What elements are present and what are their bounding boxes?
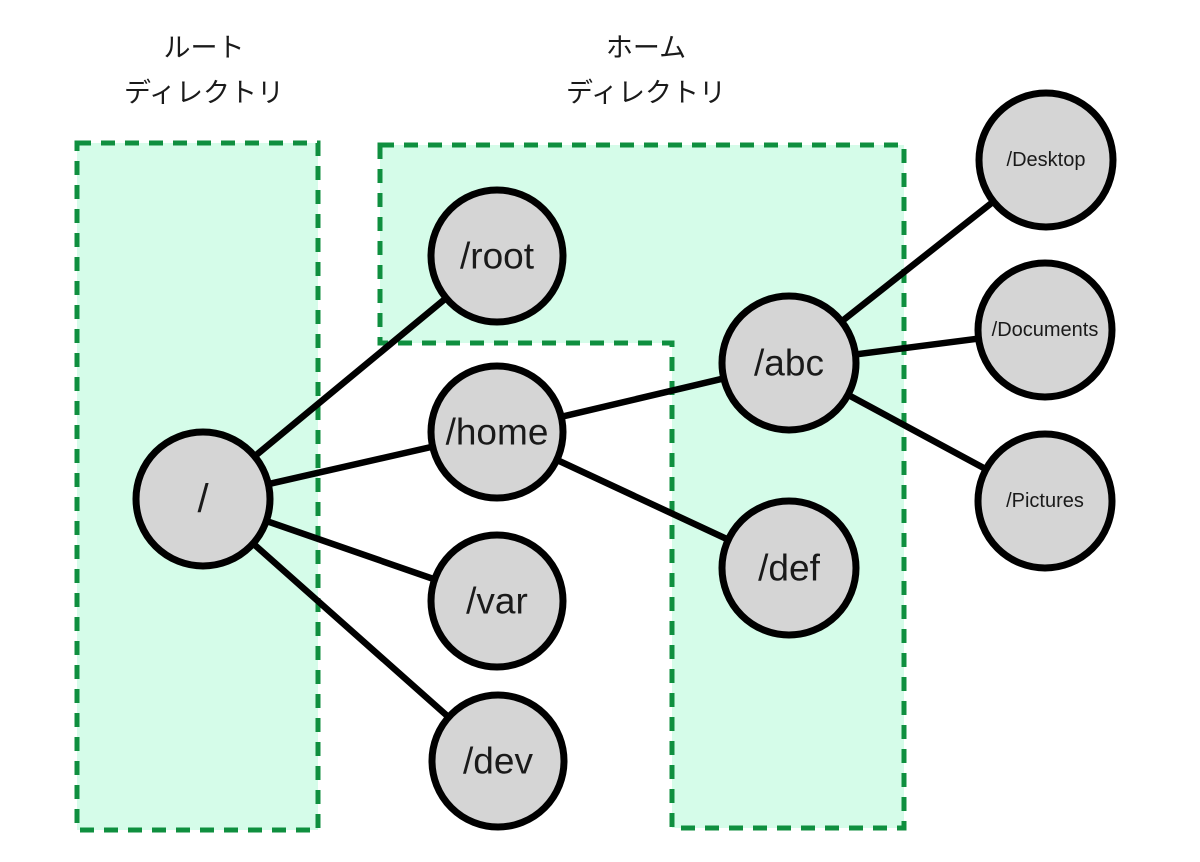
node-desktop-label: /Desktop	[1007, 149, 1086, 171]
node-slash-label: /	[197, 477, 209, 521]
node-abc-circle	[718, 292, 860, 434]
node-dev-circle	[428, 691, 568, 831]
node-home-circle	[427, 362, 567, 502]
node-documents-circle	[974, 259, 1116, 401]
node-desktop: /Desktop	[975, 89, 1117, 231]
node-dev-label: /dev	[463, 741, 533, 782]
node-slash-circle	[132, 428, 274, 570]
node-root-circle	[427, 186, 567, 326]
node-documents: /Documents	[974, 259, 1116, 401]
node-dev: /dev	[428, 691, 568, 831]
node-var-label: /var	[466, 581, 528, 622]
node-desktop-circle	[975, 89, 1117, 231]
node-home-label: /home	[446, 412, 549, 453]
node-pictures-circle	[974, 430, 1116, 572]
node-documents-label: /Documents	[992, 319, 1099, 341]
node-pictures-label: /Pictures	[1006, 490, 1084, 512]
node-abc: /abc	[718, 292, 860, 434]
root-directory-label-line2: ディレクトリ	[124, 78, 284, 108]
node-def-circle	[718, 497, 860, 639]
node-pictures: /Pictures	[974, 430, 1116, 572]
home-directory-label-line2: ディレクトリ	[566, 78, 726, 108]
root-directory-label-line1: ルート	[164, 33, 245, 63]
node-var: /var	[427, 531, 567, 671]
node-root-label: /root	[460, 236, 535, 277]
node-abc-label: /abc	[754, 343, 824, 384]
node-def: /def	[718, 497, 860, 639]
node-slash: /	[132, 428, 274, 570]
node-home: /home	[427, 362, 567, 502]
node-def-label: /def	[758, 548, 820, 589]
home-directory-label-line1: ホーム	[606, 33, 686, 63]
node-var-circle	[427, 531, 567, 671]
node-root: /root	[427, 186, 567, 326]
